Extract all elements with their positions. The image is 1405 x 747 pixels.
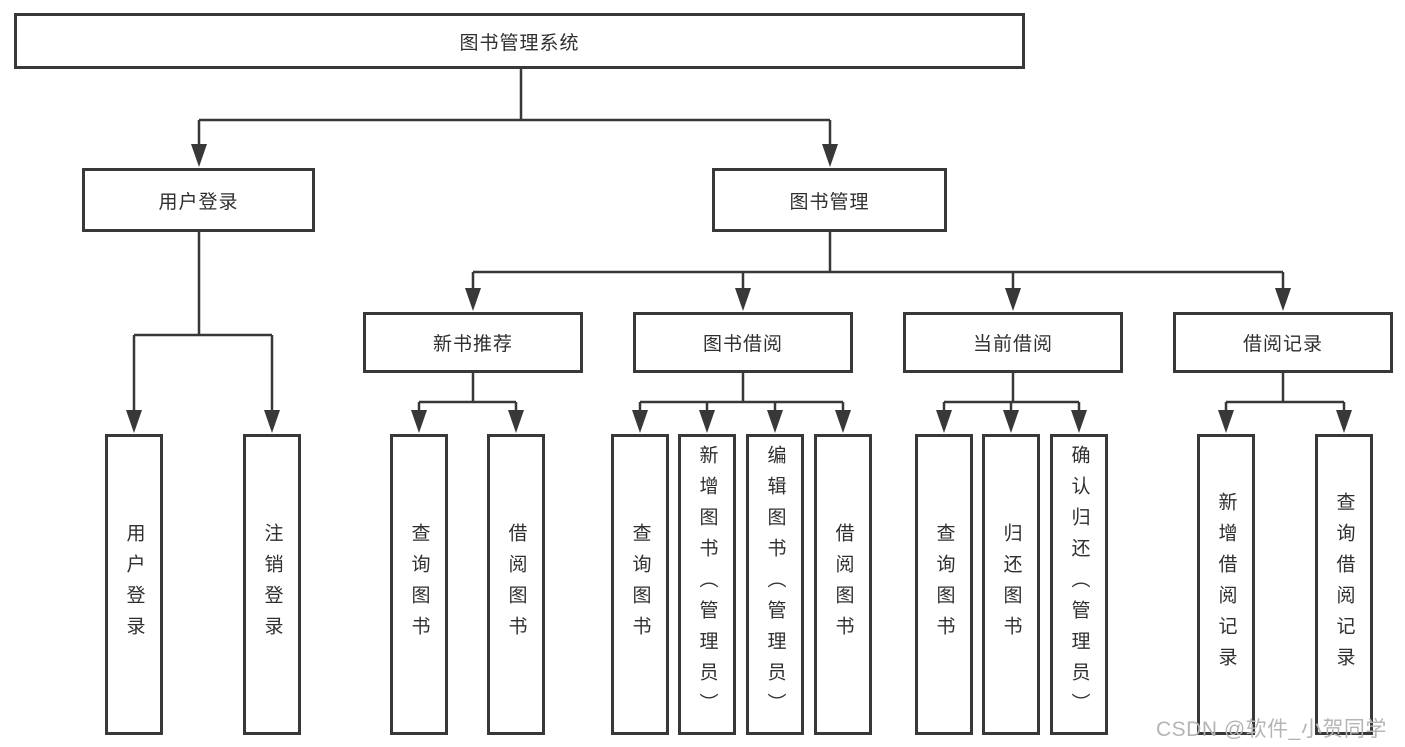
leaf-query-borrow-record: 查询借阅记录 [1315,434,1373,735]
leaf-query-books-recommend-label: 查询图书 [408,522,430,647]
node-library-management-system: 图书管理系统 [14,13,1025,69]
node-book-borrowing: 图书借阅 [633,312,853,373]
csdn-watermark: CSDN @软件_小贺同学 [1156,718,1387,741]
node-library-management-system-label: 图书管理系统 [459,32,580,54]
node-current-borrowing: 当前借阅 [903,312,1123,373]
leaf-borrow-books-borrowing-label: 借阅图书 [832,522,854,647]
leaf-add-borrow-record-label: 新增借阅记录 [1215,491,1237,678]
leaf-edit-book-admin: 编辑图书（管理员） [746,434,804,735]
node-current-borrowing-label: 当前借阅 [972,334,1053,355]
leaf-borrow-books-recommend-label: 借阅图书 [505,522,527,647]
leaf-edit-book-admin-label: 编辑图书（管理员） [764,445,786,724]
leaf-confirm-return-admin: 确认归还（管理员） [1050,434,1108,735]
leaf-add-borrow-record: 新增借阅记录 [1197,434,1255,735]
leaf-confirm-return-admin-label: 确认归还（管理员） [1068,445,1090,724]
leaf-user-login: 用户登录 [105,434,163,735]
node-book-management-label: 图书管理 [789,191,870,213]
leaf-query-books-borrowing-label: 查询图书 [629,522,651,647]
leaf-query-books-borrowing: 查询图书 [611,434,669,735]
node-book-borrowing-label: 图书借阅 [702,334,783,355]
leaf-logout-label: 注销登录 [261,522,283,647]
node-new-book-recommendation: 新书推荐 [363,312,583,373]
node-book-management: 图书管理 [712,168,947,232]
node-borrowing-records: 借阅记录 [1173,312,1393,373]
leaf-borrow-books-recommend: 借阅图书 [487,434,545,735]
leaf-query-books-recommend: 查询图书 [390,434,448,735]
leaf-return-book-label: 归还图书 [1000,522,1022,647]
leaf-query-books-current-label: 查询图书 [933,522,955,647]
leaf-query-borrow-record-label: 查询借阅记录 [1333,491,1355,678]
leaf-add-book-admin-label: 新增图书（管理员） [696,445,718,724]
leaf-logout: 注销登录 [243,434,301,735]
node-user-login-label: 用户登录 [158,191,239,213]
node-new-book-recommendation-label: 新书推荐 [432,334,513,355]
node-user-login: 用户登录 [82,168,315,232]
node-borrowing-records-label: 借阅记录 [1242,334,1323,355]
leaf-borrow-books-borrowing: 借阅图书 [814,434,872,735]
leaf-add-book-admin: 新增图书（管理员） [678,434,736,735]
leaf-query-books-current: 查询图书 [915,434,973,735]
leaf-user-login-label: 用户登录 [123,522,145,647]
leaf-return-book: 归还图书 [982,434,1040,735]
